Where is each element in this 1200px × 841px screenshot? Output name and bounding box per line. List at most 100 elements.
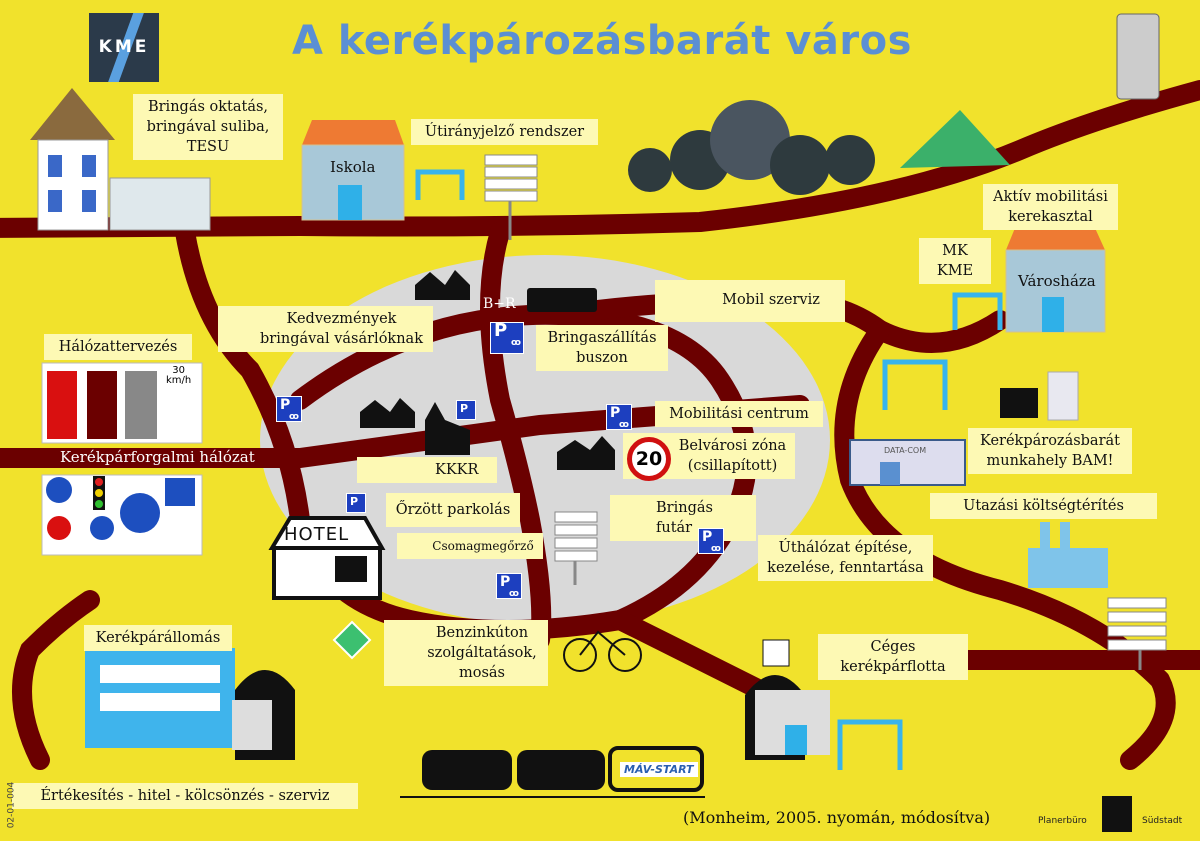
workplace-building — [849, 439, 966, 486]
label-discounts: Kedvezmények bringával vásárlóknak — [218, 306, 433, 352]
label-text: Csomagmegőrző — [432, 539, 534, 553]
logo-text: KME — [98, 37, 150, 57]
bike-station-building — [85, 648, 295, 760]
label-active-mobility: Aktív mobilitási kerekasztal — [983, 184, 1118, 230]
label-line: KME — [936, 263, 974, 279]
label-sales: Értékesítés - hitel - kölcsönzés - szerv… — [12, 783, 358, 809]
label-courier: Bringás futár — [610, 495, 756, 541]
parking-letter: P — [610, 405, 621, 421]
label-text: Útirányjelző rendszer — [424, 124, 585, 140]
label-petrol-station: Benzinkúton szolgáltatások, mosás — [384, 620, 548, 686]
shower-icon — [1047, 371, 1079, 421]
label-line: (csillapított) — [687, 458, 778, 474]
bike-parking-sign: P — [456, 400, 476, 420]
credit-sudstadt: Südstadt — [1142, 816, 1183, 826]
train-brand: MÁV-START — [620, 762, 698, 777]
buildings-silhouette-icon — [360, 270, 615, 470]
label-school: Iskola — [330, 158, 376, 176]
label-line: munkahely BAM! — [986, 453, 1114, 469]
label-mobility-center: Mobilitási centrum — [655, 401, 823, 427]
parking-letter: P — [702, 529, 713, 545]
label-line: kerékpárflotta — [840, 659, 946, 675]
sign-value: 30 — [172, 365, 185, 376]
label-text: Mobilitási centrum — [669, 406, 809, 422]
label-text: Kerékpárállomás — [95, 630, 221, 646]
company-sign: DATA-COM — [884, 446, 927, 455]
source-reference: (Monheim, 2005. nyomán, módosítva) — [683, 808, 991, 827]
label-line: Belvárosi zóna — [678, 438, 787, 454]
label-travel-reimbursement: Utazási költségtérítés — [930, 493, 1157, 519]
label-line: MK — [942, 243, 968, 259]
label-bike-friendly-workplace: Kerékpározásbarát munkahely BAM! — [968, 428, 1132, 474]
train-station-building — [745, 675, 830, 760]
label-bike-and-ride: B+R — [483, 296, 516, 312]
label-text: Utazási költségtérítés — [963, 498, 1124, 514]
hotel-building — [268, 516, 386, 600]
label-road-maintenance: Úthálózat építése, kezelése, fenntartása — [758, 535, 933, 581]
tent-icon — [900, 110, 1010, 168]
label-line: buszon — [576, 350, 628, 366]
phone-box-icon — [762, 639, 790, 667]
bicycle-icon — [563, 630, 642, 672]
label-text: Hálózattervezés — [58, 339, 178, 355]
bus-icon — [527, 288, 597, 312]
label-text: Mobil szerviz — [722, 292, 820, 308]
label-line: kerekasztal — [1008, 209, 1093, 225]
bike-shelter-icon — [415, 169, 1003, 770]
label-text: KKKR — [435, 462, 479, 478]
parking-letter: P — [280, 397, 291, 413]
label-line: szolgáltatások, — [427, 645, 537, 661]
label-kkkr: KKKR — [357, 457, 497, 483]
label-line: Aktív mobilitási — [993, 189, 1108, 205]
parking-letter: P — [500, 574, 511, 590]
gps-device-icon — [1116, 13, 1160, 100]
locker-luggage-icon — [1000, 388, 1038, 418]
credit-planerburo: Planerbüro — [1038, 816, 1087, 826]
label-luggage: Csomagmegőrző — [397, 533, 543, 559]
label-text: Bringás futár — [656, 500, 713, 536]
petrol-station-sign-icon — [332, 620, 372, 660]
trees-icon — [628, 100, 875, 195]
label-network: Kerékpárforgalmi hálózat — [60, 448, 255, 466]
sign-unit: km/h — [166, 375, 192, 386]
planerburo-logo-icon — [1102, 796, 1132, 832]
label-line: mosás — [458, 665, 505, 681]
label-line: bringával suliba, — [146, 119, 270, 135]
hotel-sign: HOTEL — [284, 524, 350, 545]
direction-signs — [484, 154, 1167, 651]
parking-letter: P — [460, 402, 469, 415]
label-town-hall: Városháza — [1018, 272, 1096, 290]
factory-icon — [1028, 522, 1108, 588]
speed-limit-20-sign: 20 — [627, 437, 671, 481]
label-line: Kerékpározásbarát — [980, 433, 1120, 449]
parking-letter: P — [494, 320, 508, 341]
label-mobile-service: Mobil szerviz — [655, 280, 845, 322]
label-line: Bringaszállítás — [547, 330, 657, 346]
label-line: Céges — [870, 639, 916, 655]
label-bike-station: Kerékpárállomás — [84, 625, 232, 651]
label-line: Benzinkúton — [435, 625, 529, 641]
label-signage: Útirányjelző rendszer — [411, 119, 598, 145]
kme-logo: KME — [89, 13, 159, 82]
label-text: Őrzött parkolás — [395, 502, 511, 518]
town-hall-building — [1005, 228, 1106, 333]
label-line: Úthálózat építése, — [778, 540, 913, 556]
label-network-planning: Hálózattervezés — [44, 334, 192, 360]
label-line: kezelése, fenntartása — [767, 560, 924, 576]
traffic-signs-panel — [41, 362, 203, 556]
label-line: Bringás oktatás, — [147, 99, 269, 115]
parking-letter: P — [350, 495, 359, 508]
page-title: A kerékpározásbarát város — [292, 18, 912, 64]
document-code: 02-01-004 — [6, 781, 17, 829]
label-company-fleet: Céges kerékpárflotta — [818, 634, 968, 680]
label-guarded-parking: Őrzött parkolás — [386, 493, 520, 527]
label-line: bringával vásárlóknak — [260, 331, 423, 347]
label-line: Kedvezmények — [286, 311, 397, 327]
label-line: TESU — [186, 139, 230, 155]
label-education: Bringás oktatás, bringával suliba, TESU — [133, 94, 283, 160]
